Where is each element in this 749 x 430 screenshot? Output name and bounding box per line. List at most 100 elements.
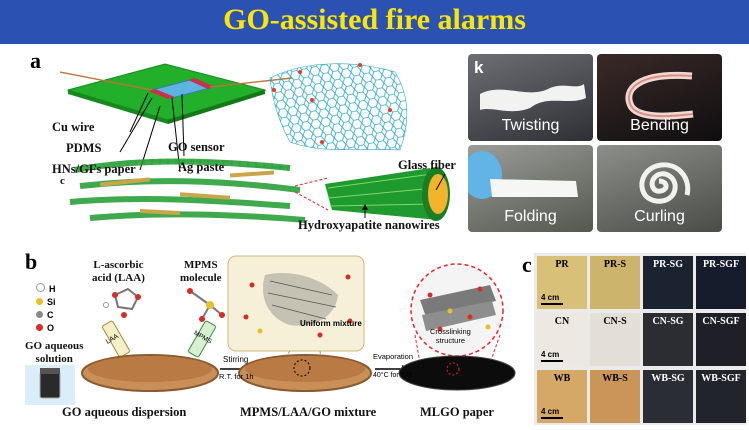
scale-bar: 4 cm (541, 293, 563, 305)
swatch-wb-sg: WB-SG (643, 370, 693, 423)
label-ag-paste: Ag paste (178, 160, 225, 174)
lattice-atom-5 (320, 140, 324, 144)
photo-twisting: k Twisting (468, 54, 593, 141)
leader-hap-arrow (362, 204, 368, 210)
swatch-cn: CN 4 cm (537, 313, 587, 366)
legend-c-text: C (47, 310, 54, 320)
folding-strip (468, 151, 578, 199)
legend-si-dot (36, 298, 43, 305)
legend-o-text: O (47, 323, 55, 333)
leader-glass-fiber (435, 173, 446, 191)
atom-legend: H Si C O (36, 283, 56, 335)
legend-c: C (36, 309, 56, 322)
go-lattice-sheet (269, 63, 408, 151)
swatch-pr-sg: PR-SG (643, 256, 693, 309)
zoom-line-bottom (294, 191, 329, 211)
legend-h-dot (36, 283, 45, 292)
crosslinking-structure-model (420, 285, 496, 332)
label-laa-line2: acid (LAA) (92, 272, 145, 284)
label-mpms-line1: MPMS (183, 259, 218, 271)
swatch-label: WB (553, 373, 571, 384)
legend-si-text: Si (47, 297, 56, 307)
label-pdms: PDMS (66, 141, 102, 155)
swatch-wb-sgf: WB-SGF (696, 370, 746, 423)
legend-si: Si (36, 296, 56, 309)
photo-folding: Folding (468, 145, 593, 232)
label-sub-c: c (60, 175, 65, 187)
label-crosslinking-line1: Crosslinking (430, 327, 471, 336)
swatch-cn-s: CN-S (590, 313, 640, 366)
label-mpms: MPMS molecule (180, 259, 222, 285)
swatch-label: CN (554, 316, 570, 327)
swatch-label: PR-S (603, 259, 627, 270)
panel-c-letter: c (522, 252, 532, 277)
label-laa-line1: L-ascorbic (93, 259, 144, 271)
legend-o-dot (36, 324, 43, 331)
scale-bar: 4 cm (541, 350, 563, 362)
label-go-sensor: GO sensor (168, 140, 225, 154)
zoom-line-uniform-right (319, 350, 323, 368)
twisting-strip (480, 84, 586, 112)
label-dish-go-dispersion: GO aqueous dispersion (62, 405, 187, 419)
label-cu-wire: Cu wire (52, 120, 95, 134)
label-crosslinking: Crosslinking structure (430, 327, 471, 345)
caption-twisting: Twisting (501, 117, 560, 134)
lattice-atom-6 (310, 98, 314, 102)
label-hydroxyapatite: Hydroxyapatite nanowires (298, 218, 440, 232)
label-dish-mlgo: MLGO paper (420, 405, 494, 419)
sensor-sheet-edge-right (168, 90, 265, 124)
zoom-line-top (294, 177, 329, 187)
bending-strip (625, 71, 694, 120)
legend-o: O (36, 322, 56, 335)
swatch-label: WB-SG (651, 373, 685, 384)
swatch-label: CN-SGF (702, 316, 740, 327)
fiber-network (69, 158, 306, 223)
swatch-cn-sg: CN-SG (643, 313, 693, 366)
label-stirring: Stirring (223, 355, 249, 364)
zoom-line-cross-left (414, 334, 421, 364)
legend-h-text: H (49, 284, 56, 294)
panel-b-letter: b (25, 249, 38, 274)
swatch-label: WB-SGF (701, 373, 741, 384)
swatch-pr-s: PR-S (590, 256, 640, 309)
label-uniform-mixture: Uniform mixture (300, 319, 362, 328)
label-hn-gf-paper: HNs/GFs paper (52, 162, 136, 176)
dish-mixture (238, 354, 372, 392)
curling-strip (639, 162, 691, 204)
lattice-atom-2 (298, 70, 302, 74)
cu-wire-line (60, 71, 153, 91)
label-go-solution-line2: solution (35, 353, 73, 365)
label-evaporation: Evaporation (373, 352, 414, 361)
mpms-molecule (187, 288, 225, 322)
swatch-label: WB-S (602, 373, 628, 384)
lattice-atom-3 (358, 63, 362, 67)
swatch-wb-s: WB-S (590, 370, 640, 423)
ag-paste-left (148, 89, 175, 99)
laa-molecule (103, 287, 141, 318)
label-rt: R.T. for 1h (219, 372, 254, 381)
panel-a-schematic (60, 63, 450, 223)
caption-curling: Curling (634, 208, 685, 225)
label-crosslinking-line2: structure (435, 336, 466, 345)
swatch-cn-sgf: CN-SGF (696, 313, 746, 366)
label-glass-fiber: Glass fiber (398, 158, 456, 172)
scale-bar: 4 cm (541, 407, 563, 419)
caption-folding: Folding (504, 208, 557, 225)
lattice-atom-4 (388, 108, 392, 112)
title-banner (0, 0, 749, 44)
panel-a-letter: a (30, 48, 41, 73)
go-solution-jar (25, 365, 75, 405)
label-go-solution: GO aqueous solution (25, 340, 83, 366)
swatch-label: CN-SG (652, 316, 684, 327)
banner-title: GO-assisted fire alarms (223, 3, 526, 36)
photo-bending: Bending (597, 54, 722, 141)
photo-curling: Curling (597, 145, 722, 232)
lattice-atom (272, 88, 276, 92)
panel-b-process: LAA MPMS (25, 255, 516, 405)
leader-cu (129, 92, 149, 133)
dish-go-dispersion (81, 354, 219, 392)
label-laa: L-ascorbic acid (LAA) (92, 259, 145, 285)
legend-h: H (36, 283, 56, 296)
